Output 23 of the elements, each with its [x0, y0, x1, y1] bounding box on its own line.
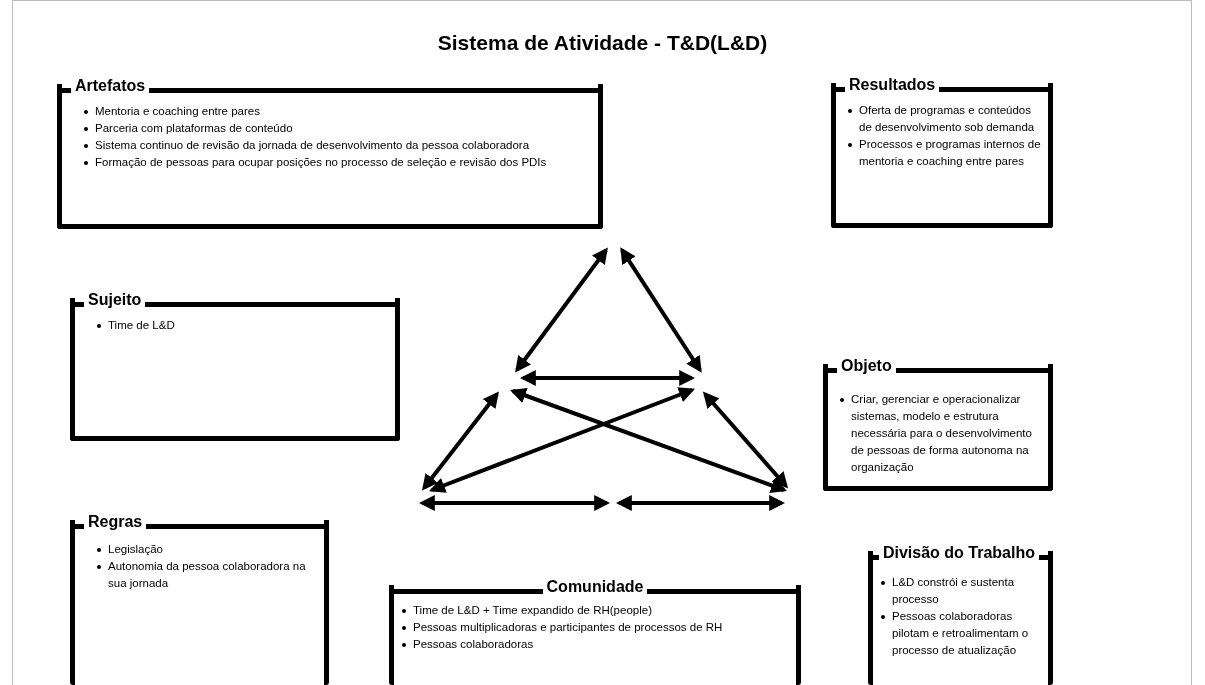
panel-heading: Sujeito — [87, 290, 143, 310]
panel-heading: Resultados — [848, 75, 937, 95]
bullet-item: L&D constrói e sustenta processo — [892, 575, 1016, 607]
panel-heading: Artefatos — [74, 76, 147, 96]
diagram-title: Sistema de Atividade - T&D(L&D) — [437, 30, 768, 56]
bullet-item: Processos e programas internos de mentoria e coaching entre pares — [859, 137, 1042, 169]
bullet-item: Time de L&D — [108, 318, 175, 333]
bullet-item: Mentoria e coaching entre pares — [95, 104, 260, 119]
bullet-item: Criar, gerenciar e operacionalizar sistemas, modelo e estrutura necessária para o desenvolvimento de pessoas de forma autonoma na organização — [851, 392, 1033, 475]
bullet-item: Pessoas colaboradoras — [413, 637, 534, 652]
panel-heading: Objeto — [840, 356, 893, 376]
bullet-item: Parceria com plataformas de conteúdo — [95, 121, 293, 136]
bullet-item: Time de L&D + Time expandido de RH(people) — [413, 603, 652, 618]
bullet-item: Pessoas colaboradoras pilotam e retroalimentam o processo de atualização — [892, 609, 1030, 658]
bullet-item: Sistema continuo de revisão da jornada de desenvolvimento da pessoa colaboradora — [95, 138, 530, 153]
bullet-item: Legislação — [108, 542, 163, 557]
bullet-item: Autonomia da pessoa colaboradora na sua jornada — [108, 559, 307, 591]
panel-heading: Comunidade — [545, 577, 645, 597]
bullet-item: Formação de pessoas para ocupar posições no processo de seleção e revisão dos PDIs — [95, 155, 547, 170]
panel-heading: Divisão do Trabalho — [881, 543, 1036, 563]
panel-heading: Regras — [87, 512, 144, 532]
bullet-item: Pessoas multiplicadoras e participantes de processos de RH — [413, 620, 723, 635]
bullet-item: Oferta de programas e conteúdos de desenvolvimento sob demanda — [859, 103, 1036, 135]
